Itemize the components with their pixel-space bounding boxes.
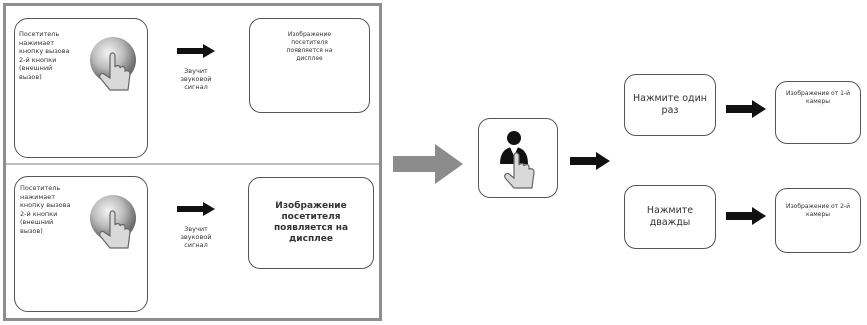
bottom-result-text: Изображение посетителя появляется на дис… bbox=[273, 201, 349, 244]
camera1-result-card: Изображение от 1-й камеры bbox=[775, 81, 861, 144]
top-instruction-text: Посетитель нажимает кнопку вызова 2-й кн… bbox=[19, 30, 70, 81]
twice-arrow-icon bbox=[726, 207, 766, 225]
person-finger-touch-icon bbox=[492, 126, 544, 190]
bottom-instruction-text: Посетитель нажимает кнопку вызова 2-й кн… bbox=[20, 184, 71, 235]
top-result-text: Изображение посетителя появляется на дис… bbox=[286, 31, 333, 62]
camera2-result-text: Изображение от 2-й камеры bbox=[785, 203, 850, 218]
camera1-result-text: Изображение от 1-й камеры bbox=[785, 90, 850, 105]
finger-press-button-icon bbox=[80, 186, 144, 262]
bottom-arrow-caption: Звучит звуковой сигнал bbox=[180, 225, 212, 249]
big-gray-arrow-icon bbox=[393, 144, 463, 184]
top-arrow-caption: Звучит звуковой сигнал bbox=[180, 67, 212, 91]
finger-press-button-icon bbox=[80, 28, 144, 104]
center-arrow-icon bbox=[570, 152, 610, 170]
bottom-result-card: Изображение посетителя появляется на дис… bbox=[248, 177, 374, 269]
once-arrow-icon bbox=[726, 100, 766, 118]
press-once-card: Нажмите один раз bbox=[624, 74, 716, 136]
frame-divider bbox=[6, 163, 379, 165]
press-once-label: Нажмите один раз bbox=[632, 93, 708, 116]
top-result-card: Изображение посетителя появляется на дис… bbox=[249, 18, 370, 113]
press-twice-label: Нажмите дважды bbox=[646, 205, 694, 228]
press-twice-card: Нажмите дважды bbox=[624, 185, 716, 249]
top-arrow-icon bbox=[177, 43, 215, 58]
bottom-arrow-icon bbox=[177, 201, 215, 216]
camera2-result-card: Изображение от 2-й камеры bbox=[775, 188, 861, 253]
